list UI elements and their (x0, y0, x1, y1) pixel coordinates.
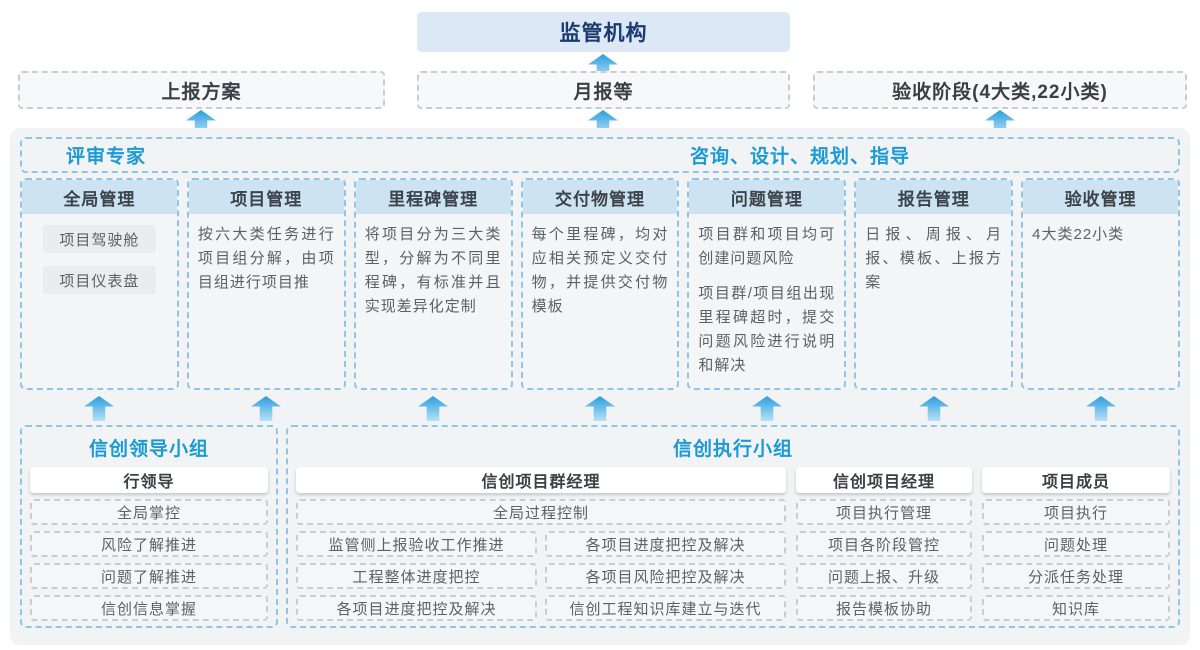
expert-label: 评审专家 (66, 146, 147, 168)
role-pill: 信创项目经理 (796, 467, 972, 493)
project-manager-column: 信创项目经理 项目执行管理 项目各阶段管控 问题上报、升级 报告模板协助 (796, 467, 972, 621)
column-description: 将项目分为三大类型，分解为不同里程碑，有标准并且实现差异化定制 (364, 226, 502, 315)
column-body: 将项目分为三大类型，分解为不同里程碑，有标准并且实现差异化定制 (356, 214, 511, 388)
platform-header-strip: 评审专家 咨询、设计、规划、指导 (20, 137, 1180, 173)
column-body: 日报、周报、月报、模板、上报方案 (856, 214, 1011, 388)
task-item: 各项目进度把控及解决 (296, 595, 537, 621)
up-arrow-icon (251, 396, 281, 421)
task-item: 信创工程知识库建立与迭代 (545, 595, 786, 621)
program-manager-column: 信创项目群经理 全局过程控制 监管侧上报验收工作推进 各项目进度把控及解决 工程… (296, 467, 786, 621)
task-item: 问题上报、升级 (796, 563, 972, 589)
task-item: 全局掌控 (30, 499, 268, 525)
task-item: 全局过程控制 (296, 499, 786, 525)
up-arrow-icon (1086, 396, 1116, 421)
leader-group-title: 信创领导小组 (88, 438, 209, 460)
task-item: 分派任务处理 (982, 563, 1170, 589)
column-description: 项目群/项目组出现里程碑超时，提交问题风险进行说明和解决 (698, 285, 836, 374)
column-description: 日报、周报、月报、模板、上报方案 (865, 226, 1003, 291)
column-title: 里程碑管理 (355, 180, 511, 214)
task-item: 信创信息掌握 (30, 595, 268, 621)
role-pill: 信创项目群经理 (296, 467, 786, 493)
task-item: 项目执行 (982, 499, 1170, 525)
column-report-management: 报告管理 日报、周报、月报、模板、上报方案 (854, 178, 1014, 390)
column-acceptance-management: 验收管理 4大类22小类 (1021, 178, 1180, 390)
feature-pill: 项目仪表盘 (43, 266, 156, 294)
column-issue-management: 问题管理 项目群和项目均可创建问题风险 项目群/项目组出现里程碑超时，提交问题风… (687, 178, 847, 390)
project-member-column: 项目成员 项目执行 问题处理 分派任务处理 知识库 (982, 467, 1170, 621)
column-milestone-management: 里程碑管理 将项目分为三大类型，分解为不同里程碑，有标准并且实现差异化定制 (353, 178, 513, 390)
program-manager-tasks: 监管侧上报验收工作推进 各项目进度把控及解决 工程整体进度把控 各项目风险把控及… (296, 531, 786, 621)
column-deliverable-management: 交付物管理 每个里程碑，均对应相关预定义交付物，并提供交付物模板 (520, 178, 680, 390)
task-item: 报告模板协助 (796, 595, 972, 621)
output-box-monthly-report: 月报等 (417, 71, 790, 109)
exec-group-content: 信创项目群经理 全局过程控制 监管侧上报验收工作推进 各项目进度把控及解决 工程… (296, 467, 1170, 621)
output-label: 月报等 (573, 81, 634, 103)
task-item: 各项目进度把控及解决 (545, 531, 786, 557)
exec-group-title: 信创执行小组 (672, 438, 793, 460)
up-arrow-icon (418, 396, 448, 421)
leader-group-box: 信创领导小组 行领导 全局掌控 风险了解推进 问题了解推进 信创信息掌握 (20, 425, 278, 628)
task-item: 工程整体进度把控 (296, 563, 537, 589)
task-item: 知识库 (982, 595, 1170, 621)
column-title: 问题管理 (689, 180, 845, 214)
column-body: 项目群和项目均可创建问题风险 项目群/项目组出现里程碑超时，提交问题风险进行说明… (689, 214, 844, 388)
regulator-label: 监管机构 (559, 22, 648, 45)
role-pill: 行领导 (30, 467, 268, 493)
column-title: 验收管理 (1023, 180, 1178, 214)
up-arrow-icon (84, 396, 114, 421)
column-title: 全局管理 (22, 180, 177, 214)
output-box-acceptance-stage: 验收阶段(4大类,22小类) (813, 71, 1187, 109)
consult-label: 咨询、设计、规划、指导 (690, 146, 911, 168)
up-arrow-icon (752, 396, 782, 421)
task-item: 风险了解推进 (30, 531, 268, 557)
exec-group-box: 信创执行小组 信创项目群经理 全局过程控制 监管侧上报验收工作推进 各项目进度把… (286, 425, 1180, 628)
task-item: 各项目风险把控及解决 (545, 563, 786, 589)
output-label: 上报方案 (161, 81, 242, 103)
platform-container: 评审专家 咨询、设计、规划、指导 全局管理 项目驾驶舱 项目仪表盘 项目管理 按… (10, 128, 1190, 645)
column-body: 按六大类任务进行项目组分解，由项目组进行项目推 (189, 214, 344, 388)
regulator-box: 监管机构 (417, 12, 790, 52)
management-columns: 全局管理 项目驾驶舱 项目仪表盘 项目管理 按六大类任务进行项目组分解，由项目组… (20, 178, 1180, 390)
task-item: 项目各阶段管控 (796, 531, 972, 557)
task-item: 监管侧上报验收工作推进 (296, 531, 537, 557)
column-project-management: 项目管理 按六大类任务进行项目组分解，由项目组进行项目推 (186, 178, 346, 390)
task-item: 项目执行管理 (796, 499, 972, 525)
output-label: 验收阶段(4大类,22小类) (892, 81, 1108, 103)
column-description: 项目群和项目均可创建问题风险 (698, 226, 836, 267)
column-description: 按六大类任务进行项目组分解，由项目组进行项目推 (197, 226, 335, 291)
column-title: 项目管理 (188, 180, 344, 214)
column-title: 报告管理 (856, 180, 1012, 214)
column-body: 项目驾驶舱 项目仪表盘 (22, 214, 177, 388)
column-description: 4大类22小类 (1032, 226, 1125, 243)
up-arrow-icon (919, 396, 949, 421)
column-body: 4大类22小类 (1023, 214, 1178, 388)
leader-group-content: 行领导 全局掌控 风险了解推进 问题了解推进 信创信息掌握 (30, 467, 268, 621)
task-item: 问题处理 (982, 531, 1170, 557)
up-arrow-icon (585, 396, 615, 421)
feature-pill: 项目驾驶舱 (43, 225, 156, 253)
task-item: 问题了解推进 (30, 563, 268, 589)
output-box-report-plan: 上报方案 (18, 71, 385, 109)
column-description: 每个里程碑，均对应相关预定义交付物，并提供交付物模板 (531, 226, 669, 315)
column-body: 每个里程碑，均对应相关预定义交付物，并提供交付物模板 (523, 214, 678, 388)
role-pill: 项目成员 (982, 467, 1170, 493)
column-title: 交付物管理 (522, 180, 678, 214)
column-global-management: 全局管理 项目驾驶舱 项目仪表盘 (20, 178, 179, 390)
